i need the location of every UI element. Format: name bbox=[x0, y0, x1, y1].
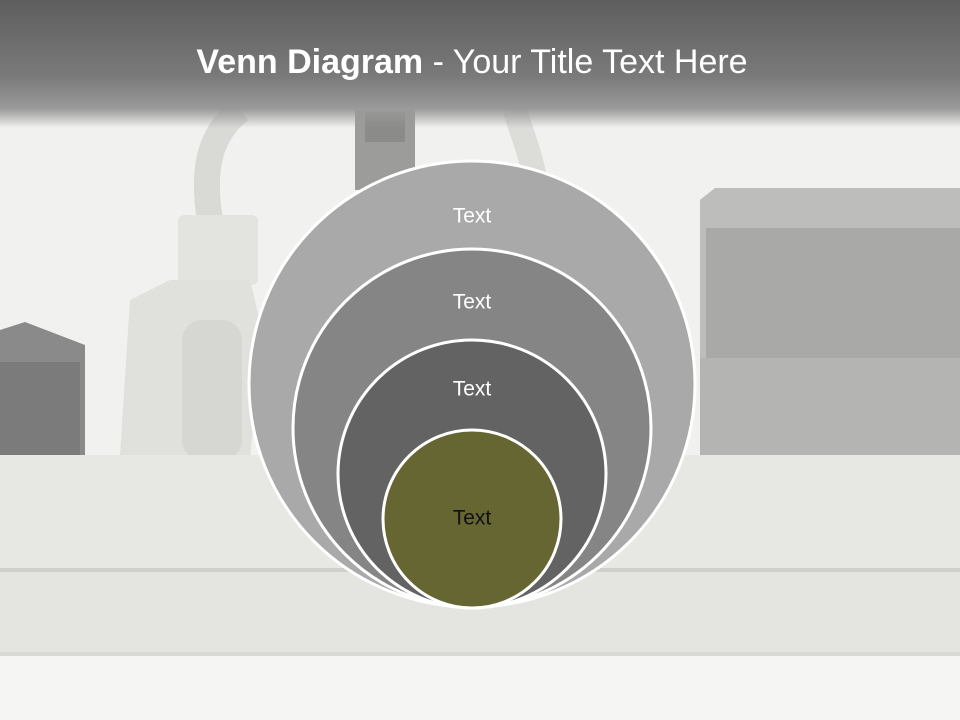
title-bold-part: Venn Diagram bbox=[196, 43, 424, 81]
venn-circle-label-4: Text bbox=[453, 507, 492, 530]
venn-circle-label-2: Text bbox=[453, 291, 492, 314]
venn-circle-label-1: Text bbox=[453, 205, 492, 228]
venn-circle-label-3: Text bbox=[453, 378, 492, 401]
slide-title: Venn Diagram - Your Title Text Here bbox=[0, 40, 944, 84]
venn-circle-4 bbox=[381, 428, 563, 610]
title-bar bbox=[0, 0, 960, 128]
title-regular-part: - Your Title Text Here bbox=[423, 43, 748, 81]
